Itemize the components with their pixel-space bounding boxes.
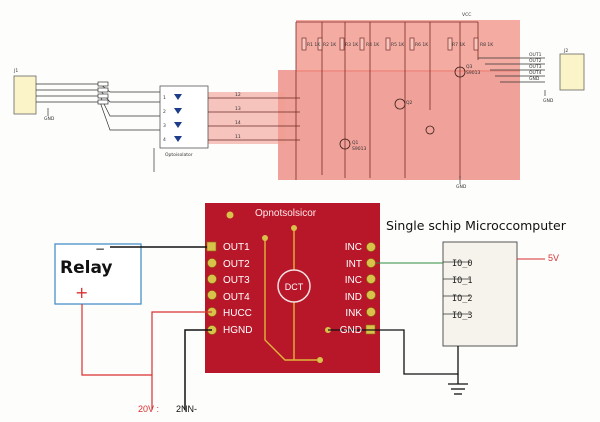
pin-out1: OUT1 [223, 242, 250, 253]
pin-hucc: HUCC [223, 308, 252, 320]
relay-box [54, 243, 142, 305]
highlight-main [278, 70, 520, 180]
left-gnd-label: GND [44, 116, 55, 122]
q2-label: Q2 [406, 100, 413, 106]
board-right-labels: INC INT INC IND INK GND [336, 240, 362, 340]
pin-int: INT [345, 258, 362, 270]
rc-pin-1: OUT1 [529, 52, 542, 58]
res-r8-label: R8 1K [480, 42, 494, 48]
pin-ind: IND [344, 291, 362, 303]
relay-minus: − [95, 242, 106, 256]
pin-ink: INK [345, 308, 362, 320]
relay-plus: + [75, 283, 89, 302]
opto-ch-1: 1 [163, 95, 166, 101]
pin-out4: OUT4 [223, 291, 250, 303]
q3-label: Q3 [466, 64, 473, 70]
pin-hgnd: HGND [223, 324, 253, 336]
rc-pin-2: OUT2 [529, 58, 542, 64]
right-connector-id: J2 [563, 48, 568, 54]
res-r5-label: R5 1K [391, 42, 405, 48]
res-r1-label: R1 1K [307, 42, 321, 48]
power-left-label: 20V : [138, 404, 160, 414]
res-r6-label: R6 1K [415, 42, 429, 48]
opto-ch-4: 4 [163, 137, 166, 143]
rc-pin-5: GND [529, 76, 540, 82]
mcu-box [442, 241, 518, 347]
bottom-gnd-label: GND [456, 184, 467, 190]
pin-inc-1: INC [344, 242, 362, 253]
right-connector [559, 53, 585, 91]
mcu-pins: IO_0 IO_1 IO_2 IO_3 [452, 256, 472, 325]
center-chip-label: DCT [285, 282, 304, 292]
mcu-title: Single schip Microccomputer [386, 218, 566, 233]
opto-ch-3: 3 [163, 123, 166, 129]
q1-label: Q1 [352, 140, 359, 146]
left-connector [13, 75, 37, 115]
top-rail-label: VCC [462, 12, 471, 18]
opto-ch-2: 2 [163, 109, 166, 115]
board-left-labels: OUT1 OUT2 OUT3 OUT4 HUCC HGND [223, 240, 252, 340]
q1-part: S9013 [352, 146, 366, 152]
rc-pin-4: OUT4 [529, 70, 542, 76]
right-gnd-label: GND [543, 98, 554, 104]
power-right-label: 2NN- [176, 404, 198, 414]
net-13: 13 [235, 106, 241, 112]
center-chip-outline [277, 269, 311, 303]
mcu-pin-io0: IO_0 [452, 259, 473, 269]
board-title: Opnotsolsicor [255, 208, 317, 219]
rc-pin-3: OUT3 [529, 64, 542, 70]
highlight-bus [205, 92, 285, 144]
optocoupler-box [159, 85, 209, 149]
highlight-top [296, 20, 520, 72]
net-12: 12 [235, 92, 241, 98]
mcu-5v-label: 5V [548, 253, 560, 263]
pin-out3: OUT3 [223, 275, 250, 287]
q3-part: S9013 [466, 70, 480, 76]
left-connector-id: J1 [13, 68, 18, 74]
res-r2-label: R2 1K [323, 42, 337, 48]
mcu-pin-io2: IO_2 [452, 293, 473, 304]
mcu-pin-io1: IO_1 [452, 276, 473, 287]
optoisolator-board [205, 203, 380, 373]
res-r3-label: R3 1K [345, 42, 359, 48]
pin-out2: OUT2 [223, 258, 250, 270]
pin-inc-2: INC [344, 275, 362, 287]
net-14: 14 [235, 120, 241, 126]
res-r7-label: R7 1K [452, 42, 466, 48]
optocoupler-label: Optoisolator [165, 152, 193, 158]
pin-gnd: GND [339, 324, 362, 336]
res-r4-label: R4 1K [366, 42, 380, 48]
mcu-pin-io3: IO_3 [452, 310, 473, 321]
net-11: 11 [235, 134, 241, 140]
relay-label: Relay [60, 258, 113, 278]
